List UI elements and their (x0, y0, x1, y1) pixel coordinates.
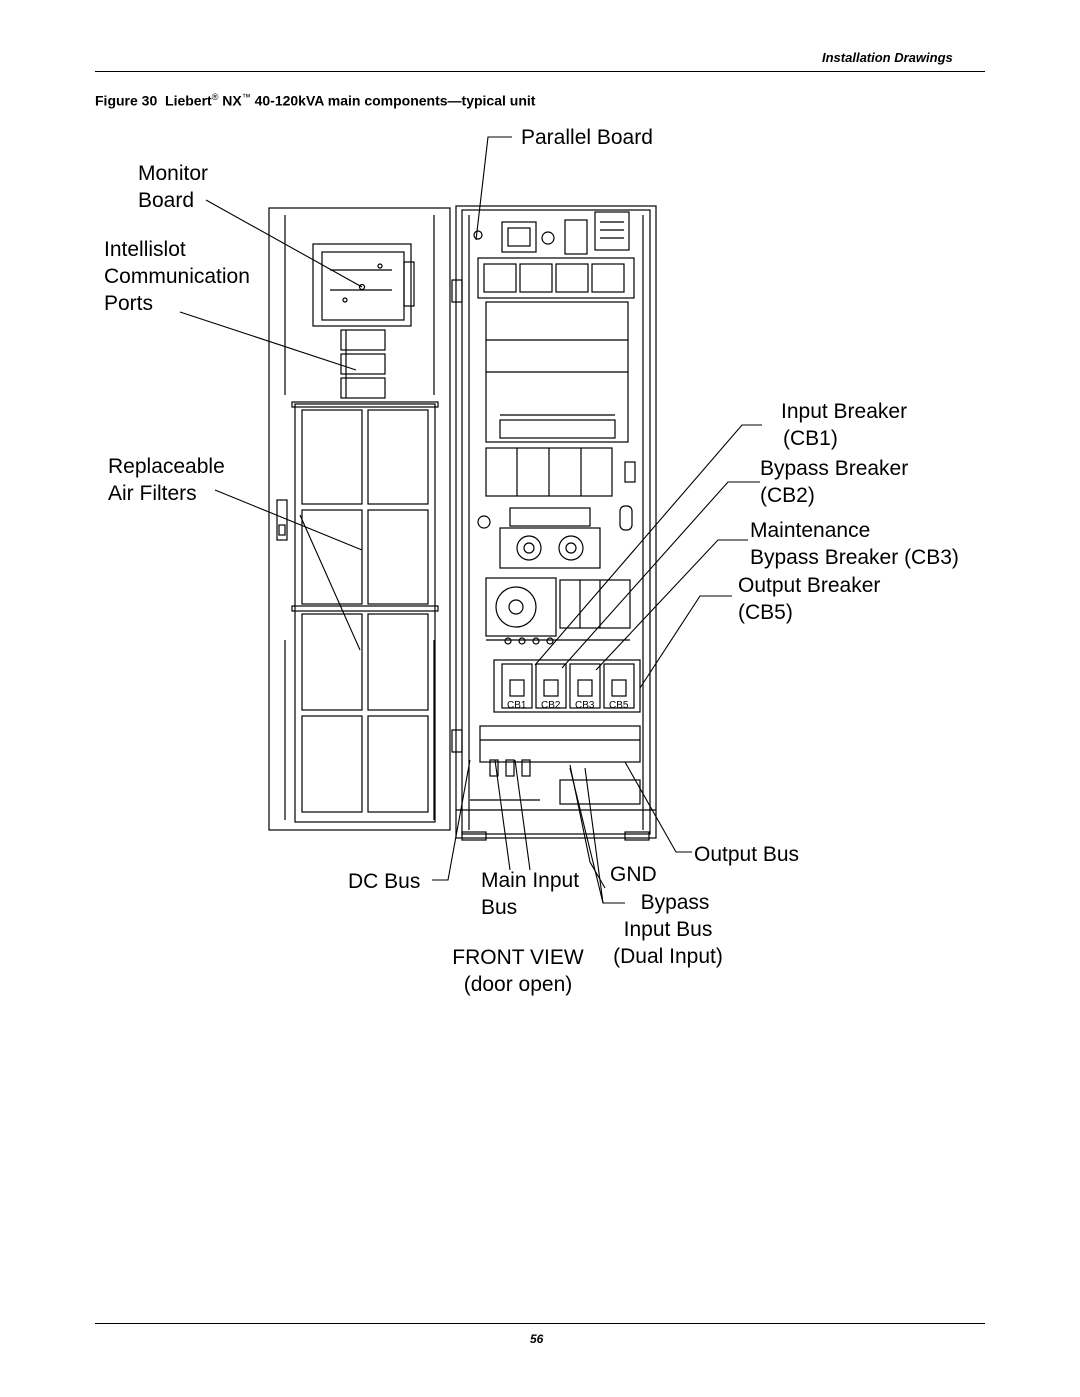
bypass-breaker-label: Bypass Breaker (CB2) (760, 455, 908, 509)
air-filter-panel (291, 401, 439, 823)
intellislot-line2: Communication (104, 265, 250, 288)
maintenance-bypass-line2: Bypass Breaker (CB3) (750, 546, 959, 569)
cabinet-door (268, 207, 451, 831)
intellislot-label: Intellislot Communication Ports (104, 236, 250, 317)
front-view-line1: FRONT VIEW (452, 946, 584, 969)
figure-brand: Liebert (165, 92, 212, 109)
section-header: Installation Drawings (822, 50, 953, 65)
intellislot-line1: Intellislot (104, 238, 186, 261)
cb5-label: CB5 (609, 700, 629, 711)
cb2-label: CB2 (541, 700, 561, 711)
figure-label: Figure 30 (95, 92, 158, 109)
bypass-breaker-line2: (CB2) (760, 484, 815, 507)
monitor-board-line1: Monitor (138, 162, 209, 185)
monitor-board-line2: Board (138, 189, 195, 212)
figure-caption: Figure 30 Liebert® NX™ 40-120kVA main co… (95, 92, 535, 109)
intellislot-line3: Ports (104, 292, 154, 315)
intellislot-ports (340, 329, 386, 399)
fan-assembly-lower (485, 577, 631, 645)
leader-lines (179, 136, 762, 904)
bypass-input-bus-label: Bypass Input Bus (Dual Input) (606, 889, 730, 970)
parallel-board (473, 211, 630, 255)
bypass-breaker-line1: Bypass Breaker (760, 457, 909, 480)
registered-mark: ® (211, 92, 219, 102)
fan-assembly-upper (477, 505, 633, 569)
air-filters-line1: Replaceable (108, 455, 225, 478)
breaker-labels: CB1 CB2 CB3 CB5 (507, 700, 629, 711)
cabinet-frame (451, 205, 657, 841)
front-view-label: FRONT VIEW (door open) (446, 944, 590, 998)
input-breaker-label: Input Breaker (CB1) (781, 398, 907, 452)
bus-terminals (470, 725, 641, 805)
maintenance-bypass-label: Maintenance Bypass Breaker (CB3) (750, 517, 959, 571)
page-number: 56 (530, 1332, 544, 1346)
bypass-input-bus-line2: Input Bus (623, 918, 713, 941)
trademark-mark: ™ (241, 92, 251, 102)
monitor-board-label: Monitor Board (138, 160, 208, 214)
output-breaker-line1: Output Breaker (738, 574, 881, 597)
bypass-input-bus-line1: Bypass (640, 891, 710, 914)
cb1-label: CB1 (507, 700, 527, 711)
input-breaker-line1: Input Breaker (781, 400, 908, 423)
output-breaker-label: Output Breaker (CB5) (738, 572, 880, 626)
input-breaker-line2: (CB1) (783, 427, 838, 450)
air-filters-line2: Air Filters (108, 482, 197, 505)
main-input-bus-label: Main Input Bus (481, 867, 579, 921)
monitor-board (312, 243, 415, 327)
main-input-bus-line2: Bus (481, 896, 518, 919)
front-view-line2: (door open) (463, 973, 573, 996)
rectifier-module (477, 257, 635, 443)
footer-rule (95, 1323, 985, 1324)
dc-bus-label: DC Bus (348, 870, 421, 893)
gnd-label: GND (610, 863, 657, 886)
maintenance-bypass-line1: Maintenance (750, 519, 871, 542)
capacitor-bank (485, 447, 636, 497)
figure-caption-text: 40-120kVA main components—typical unit (254, 92, 536, 109)
cb3-label: CB3 (575, 700, 595, 711)
output-bus-label: Output Bus (694, 843, 800, 866)
breaker-panel (493, 659, 641, 713)
bypass-input-bus-line3: (Dual Input) (613, 945, 723, 968)
main-input-bus-line1: Main Input (481, 869, 580, 892)
header-rule (95, 71, 985, 72)
figure-model: NX (222, 92, 242, 109)
air-filters-label: Replaceable Air Filters (108, 453, 225, 507)
output-breaker-line2: (CB5) (738, 601, 793, 624)
parallel-board-label: Parallel Board (521, 126, 653, 149)
